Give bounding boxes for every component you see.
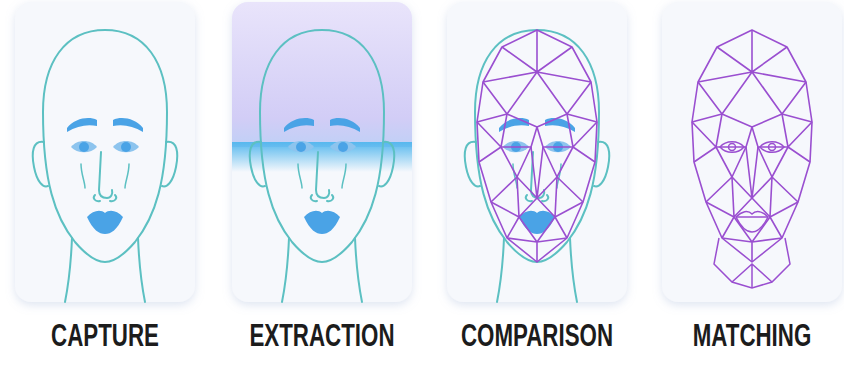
stage-panel: CAPTURE [15,0,195,381]
stage-label: MATCHING [693,318,812,354]
stage-panel: EXTRACTION [232,0,412,381]
stage-panel: COMPARISON [447,0,627,381]
stage-panel: MATCHING [662,0,842,381]
stage-label: COMPARISON [461,318,613,354]
stage-label: CAPTURE [51,318,159,354]
stage-label: EXTRACTION [249,318,394,354]
